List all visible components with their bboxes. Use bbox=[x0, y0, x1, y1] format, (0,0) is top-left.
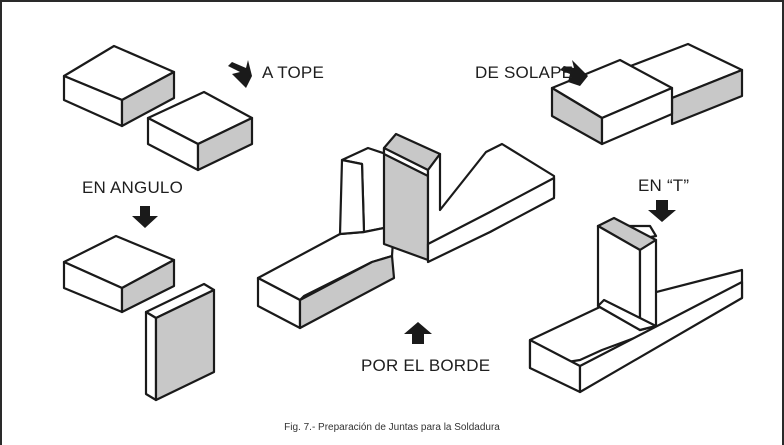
lap-joint-plates bbox=[550, 42, 744, 146]
figure-caption: Fig. 7.- Preparación de Juntas para la S… bbox=[284, 422, 500, 433]
label-a-tope: A TOPE bbox=[262, 63, 324, 82]
corner-joint-plates bbox=[62, 234, 216, 402]
arrow-de-solape bbox=[560, 60, 588, 86]
arrow-en-angulo bbox=[132, 206, 158, 228]
arrow-a-tope bbox=[228, 60, 252, 88]
t-joint-plates bbox=[528, 216, 744, 394]
edge-joint-plates bbox=[256, 132, 556, 330]
label-por-el-borde: POR EL BORDE bbox=[361, 356, 491, 375]
label-de-solape: DE SOLAPE bbox=[475, 63, 574, 82]
arrow-en-t bbox=[648, 200, 676, 222]
butt-joint-plates bbox=[62, 44, 254, 172]
label-en-angulo: EN ANGULO bbox=[82, 178, 183, 197]
arrow-por-el-borde bbox=[404, 322, 432, 344]
label-en-t: EN “T” bbox=[638, 176, 690, 195]
